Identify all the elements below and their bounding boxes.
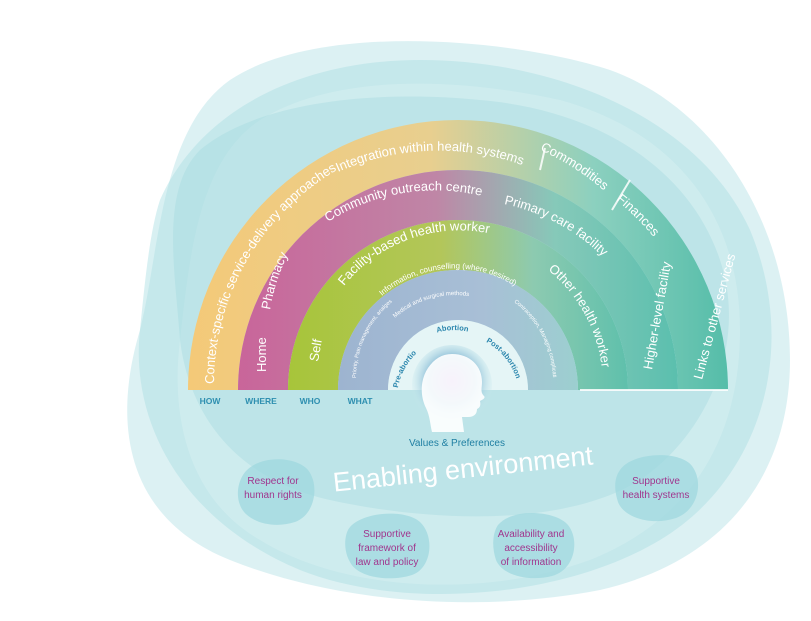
factor-bubble-3 bbox=[493, 512, 575, 579]
ring-what bbox=[338, 270, 578, 390]
axis-where-label: WHERE bbox=[245, 396, 277, 406]
factor-3-line-3: of information bbox=[501, 557, 562, 568]
factor-bubble-2 bbox=[345, 513, 430, 579]
factor-2-line-3: law and policy bbox=[356, 557, 419, 568]
factor-2-line-2: framework of bbox=[358, 543, 416, 554]
factor-3-line-1: Availability and bbox=[498, 529, 565, 540]
factor-bubbles: Respect for human rights Supportive fram… bbox=[237, 455, 699, 579]
values-preferences-label: Values & Preferences bbox=[409, 438, 505, 449]
axis-labels: HOW WHERE WHO WHAT bbox=[200, 396, 374, 406]
who-self-label: Self bbox=[306, 337, 325, 362]
factor-2-line-1: Supportive bbox=[363, 529, 411, 540]
factor-bubble-4 bbox=[615, 455, 699, 522]
ring-how bbox=[188, 120, 728, 390]
factor-bubble-1 bbox=[237, 459, 315, 525]
axis-how-label: HOW bbox=[200, 396, 222, 406]
svg-text:Abortion: Abortion bbox=[435, 323, 470, 334]
factor-4-line-1: Supportive bbox=[632, 476, 680, 487]
rings bbox=[188, 120, 728, 391]
phase-abortion-label: Abortion bbox=[435, 323, 470, 334]
ring-separators bbox=[539, 147, 728, 391]
ring-who bbox=[288, 220, 628, 390]
factor-3-line-2: accessibility bbox=[504, 543, 557, 554]
person-profile-icon bbox=[412, 345, 492, 432]
where-home-label: Home bbox=[254, 337, 269, 372]
factor-4-line-2: health systems bbox=[623, 490, 690, 501]
factor-1-line-2: human rights bbox=[244, 490, 302, 501]
ring-where bbox=[238, 170, 678, 390]
axis-what-label: WHAT bbox=[348, 396, 374, 406]
factor-1-line-1: Respect for bbox=[247, 476, 299, 487]
axis-who-label: WHO bbox=[300, 396, 321, 406]
